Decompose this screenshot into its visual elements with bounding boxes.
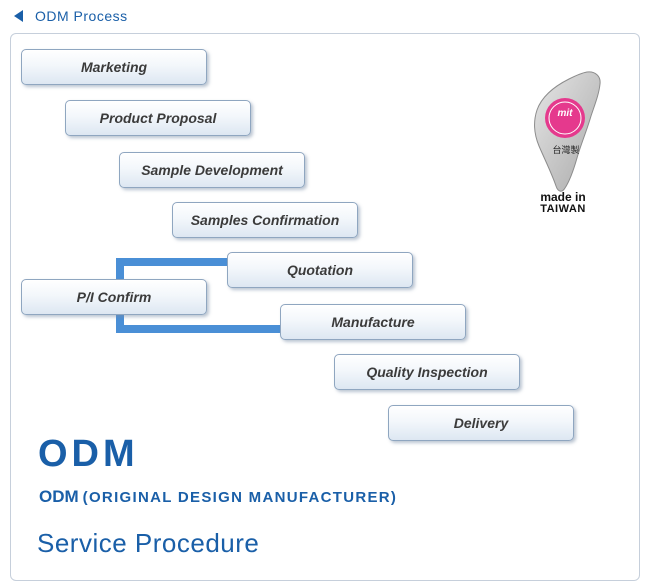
mit-chinese-text: 台灣製: [552, 146, 580, 156]
connector-to-manufacture: [116, 325, 282, 333]
step-pi-confirm: P/I Confirm: [21, 279, 207, 315]
page-header: ODM Process: [14, 6, 128, 26]
connector-to-quotation: [116, 258, 228, 266]
step-marketing: Marketing: [21, 49, 207, 85]
mit-logo-icon: [545, 98, 585, 138]
step-product-proposal: Product Proposal: [65, 100, 251, 136]
step-sample-development: Sample Development: [119, 152, 305, 188]
step-manufacture: Manufacture: [280, 304, 466, 340]
back-arrow-icon[interactable]: [14, 10, 23, 22]
mit-logo-text: mit: [557, 108, 573, 119]
step-quotation: Quotation: [227, 252, 413, 288]
step-delivery: Delivery: [388, 405, 574, 441]
service-procedure-title: Service Procedure: [37, 528, 260, 558]
odm-abbr: ODM: [39, 487, 79, 506]
taiwan-map: mit 台灣製: [525, 70, 615, 220]
odm-heading: ODM: [38, 433, 139, 475]
step-quality-inspection: Quality Inspection: [334, 354, 520, 390]
made-in-text: made in: [540, 190, 586, 204]
odm-full-name: (ORIGINAL DESIGN MANUFACTURER): [82, 489, 398, 506]
made-in-taiwan-label: made in TAIWAN: [527, 191, 599, 215]
step-samples-confirmation: Samples Confirmation: [172, 202, 358, 238]
header-title: ODM Process: [35, 8, 128, 24]
taiwan-text: TAIWAN: [540, 203, 586, 215]
odm-subtitle: ODM (ORIGINAL DESIGN MANUFACTURER): [39, 487, 397, 507]
